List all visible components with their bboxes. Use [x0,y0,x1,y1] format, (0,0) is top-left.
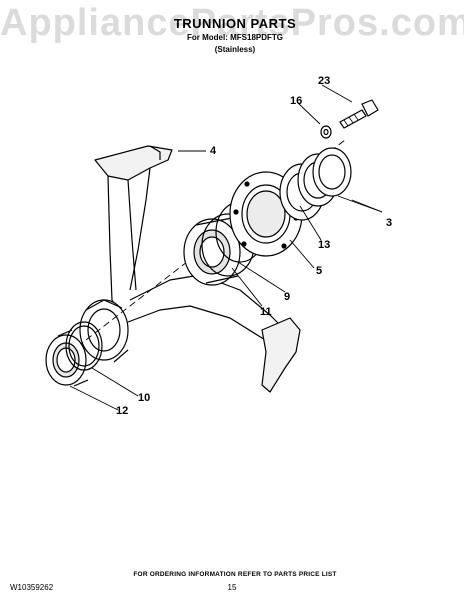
washer-part-16 [320,125,332,139]
ring-pair-part-3 [297,147,352,207]
ring-part-10 [65,321,103,371]
site-watermark: AppliancePartsPros.com [0,2,464,44]
callout-5: 5 [316,265,322,277]
finish-line: (Stainless) [214,45,256,54]
callout-3: 3 [386,217,392,229]
callout-13: 13 [318,239,330,251]
page-title: TRUNNION PARTS [173,16,297,31]
callout-11: 11 [260,306,272,318]
bearing-part-9 [183,213,255,286]
model-line: For Model: MFS18PDFTG [187,33,283,42]
callout-10: 10 [138,392,150,404]
callout-9: 9 [284,291,290,303]
ordering-note: FOR ORDERING INFORMATION REFER TO PARTS … [133,571,337,578]
document-number: W10359262 [10,583,54,592]
callout-16: 16 [290,95,302,107]
bolt-part-23 [339,99,379,129]
callout-4: 4 [210,145,217,157]
trunnion-frame [69,145,301,393]
callout-23: 23 [318,75,330,87]
page-number: 15 [227,583,237,592]
ring-part-12 [45,329,89,387]
callout-12: 12 [116,405,128,417]
